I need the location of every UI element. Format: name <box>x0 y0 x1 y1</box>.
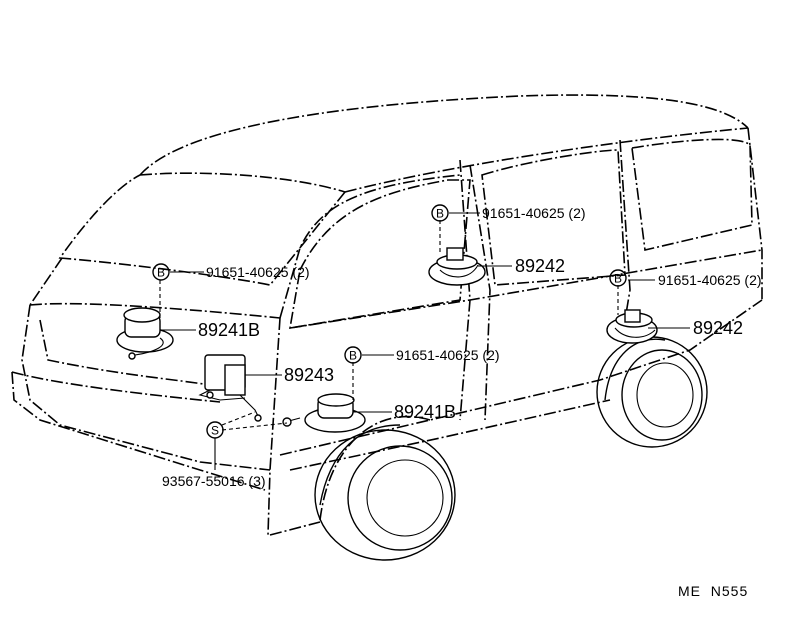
front-wheel <box>314 424 456 561</box>
leveling-motor-right-part <box>282 393 366 433</box>
svg-text:B: B <box>349 349 357 363</box>
svg-text:B: B <box>614 272 622 286</box>
label-leveling-sensor-front: 89242 <box>515 256 565 276</box>
marker-s: S <box>206 421 224 439</box>
leader-lines <box>159 212 690 470</box>
label-screw: 93567-55016 (3) <box>162 473 266 489</box>
label-leveling-motor-right: 89241B <box>394 402 456 422</box>
marker-b-center: B <box>344 346 362 364</box>
marker-b-upper-right: B <box>609 269 627 287</box>
label-leveling-sensor-rear: 89242 <box>693 318 743 338</box>
svg-text:B: B <box>436 207 444 221</box>
label-bolt-center: 91651-40625 (2) <box>396 347 500 363</box>
rear-wheel <box>596 336 708 448</box>
marker-b-upper-mid: B <box>431 204 449 222</box>
van-body-outline <box>11 94 763 536</box>
svg-text:B: B <box>157 266 165 280</box>
svg-text:S: S <box>211 424 219 438</box>
leveling-sensor-front-part <box>428 247 486 286</box>
leveling-sensor-rear-part <box>606 309 658 344</box>
height-control-sensor-part <box>198 354 262 422</box>
label-height-control-sensor: 89243 <box>284 365 334 385</box>
leveling-motor-left-part <box>116 307 174 360</box>
label-leveling-motor-left: 89241B <box>198 320 260 340</box>
label-bolt-upper-right: 91651-40625 (2) <box>658 272 762 288</box>
diagram-code: ME N555 <box>678 583 748 599</box>
label-bolt-left: 91651-40625 (2) <box>206 264 310 280</box>
label-bolt-upper-mid: 91651-40625 (2) <box>482 205 586 221</box>
marker-b-left: B <box>152 263 170 281</box>
